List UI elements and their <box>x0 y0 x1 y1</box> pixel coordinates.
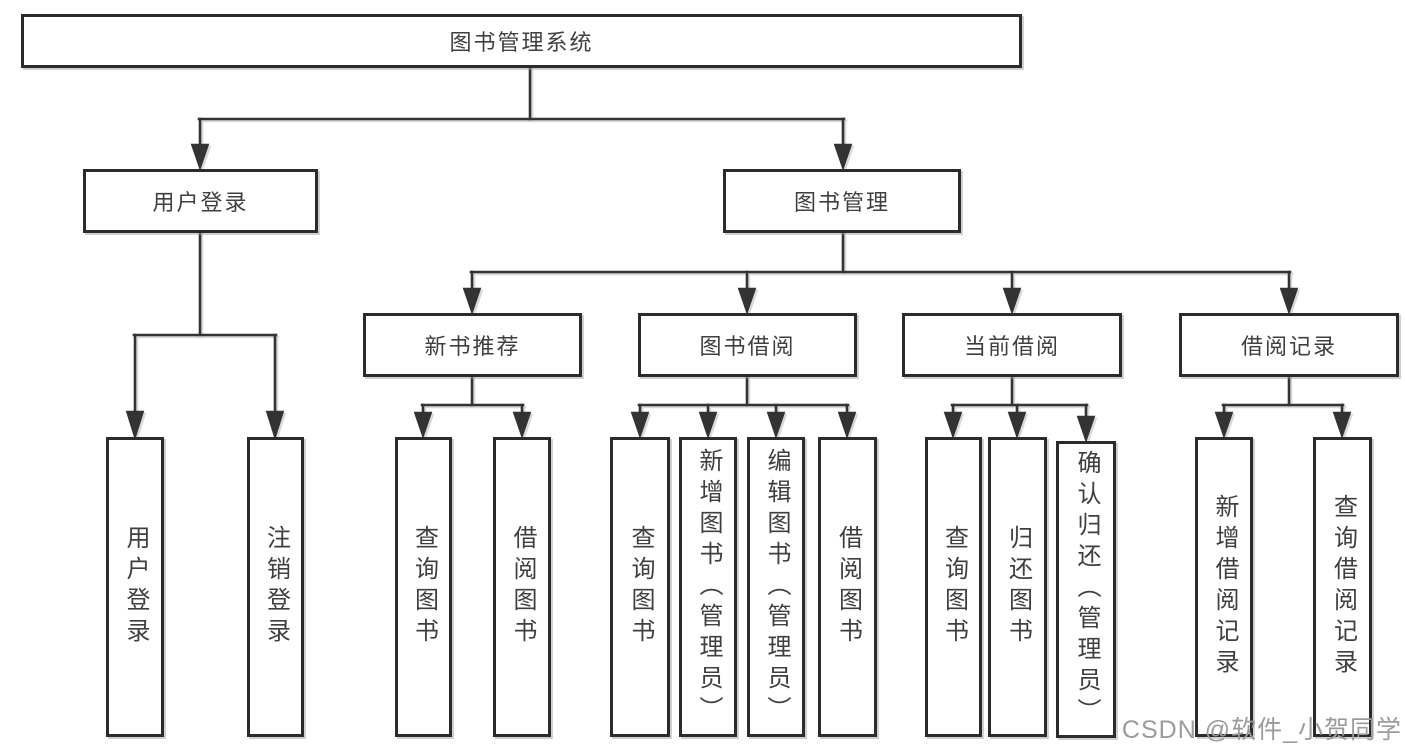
node-label: 图书管理 <box>793 190 890 215</box>
leaf-label: 查询图书 <box>410 525 438 649</box>
leaf-label: 新增图书（管理员） <box>695 447 722 727</box>
node-book-management: 图书管理 <box>723 169 961 233</box>
node-label: 用户登录 <box>152 190 249 215</box>
leaf-label: 借阅图书 <box>509 525 536 649</box>
leaf-return-book: 归还图书 <box>988 437 1047 737</box>
leaf-logout: 注销登录 <box>247 437 304 737</box>
leaf-label: 新增借阅记录 <box>1211 494 1238 680</box>
node-user-login: 用户登录 <box>83 169 318 233</box>
edges-book-mgmt-to-level3 <box>462 229 1299 316</box>
leaf-user-login: 用户登录 <box>106 437 164 737</box>
leaf-query-book-2: 查询图书 <box>610 437 670 737</box>
node-root-label: 图书管理系统 <box>449 30 594 55</box>
leaf-label: 借阅图书 <box>834 525 862 649</box>
leaf-label: 用户登录 <box>122 525 149 649</box>
leaf-label: 归还图书 <box>1004 525 1032 649</box>
leaf-query-book-1: 查询图书 <box>395 437 452 737</box>
node-label: 图书借阅 <box>699 334 796 359</box>
leaf-query-book-3: 查询图书 <box>925 437 982 737</box>
csdn-watermark: CSDN @软件_小贺同学 <box>1121 716 1402 744</box>
edges-user-login-children <box>125 229 285 441</box>
node-new-book-recommend: 新书推荐 <box>363 313 582 377</box>
edges-borrow-record-children <box>1214 373 1352 440</box>
leaf-label: 查询借阅记录 <box>1329 494 1357 680</box>
leaf-label: 确认归还（管理员） <box>1073 450 1100 729</box>
node-label: 当前借阅 <box>963 334 1060 359</box>
node-label: 借阅记录 <box>1240 334 1337 359</box>
edges-current-borrow-children <box>943 373 1096 444</box>
leaf-add-book-admin: 新增图书（管理员） <box>679 437 737 737</box>
node-borrow-record: 借阅记录 <box>1179 313 1399 377</box>
node-label: 新书推荐 <box>424 334 521 359</box>
leaf-label: 查询图书 <box>627 525 654 649</box>
edges-book-borrow-children <box>630 373 857 440</box>
leaf-borrow-book-1: 借阅图书 <box>493 437 551 737</box>
node-current-borrow: 当前借阅 <box>902 313 1122 377</box>
edges-new-book-children <box>413 373 532 440</box>
node-book-borrow: 图书借阅 <box>638 313 857 377</box>
leaf-add-borrow-record: 新增借阅记录 <box>1195 437 1253 737</box>
node-root: 图书管理系统 <box>21 14 1022 68</box>
leaf-edit-book-admin: 编辑图书（管理员） <box>747 437 805 737</box>
leaf-label: 注销登录 <box>262 525 290 649</box>
leaf-borrow-book-2: 借阅图书 <box>818 437 877 737</box>
leaf-confirm-return-admin: 确认归还（管理员） <box>1056 441 1116 738</box>
leaf-label: 编辑图书（管理员） <box>763 447 790 727</box>
edges-root-to-level2 <box>190 64 853 172</box>
leaf-query-borrow-record: 查询借阅记录 <box>1313 437 1372 737</box>
leaf-label: 查询图书 <box>940 525 968 649</box>
